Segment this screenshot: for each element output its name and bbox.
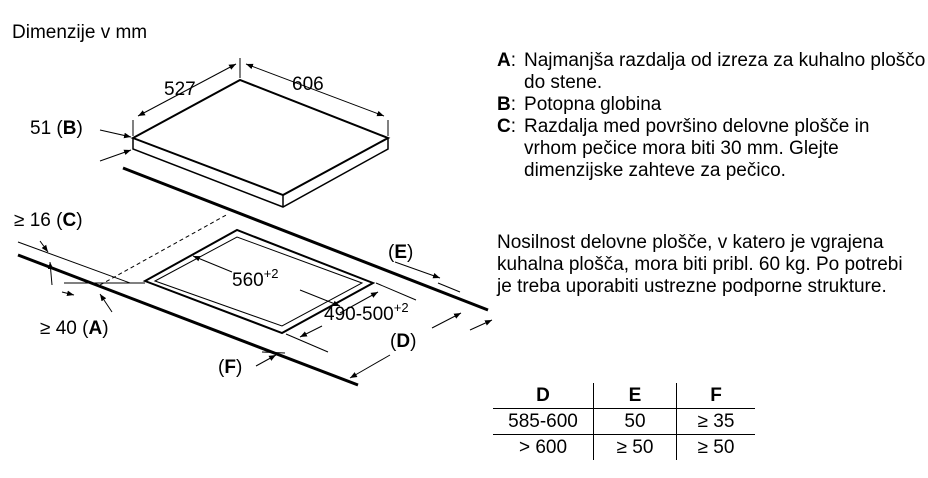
depth-b-label: 51 (B): [30, 118, 83, 139]
cutout-depth-label: 490-500+2: [324, 300, 409, 325]
min-a-label: ≥ 40 (A): [40, 318, 109, 339]
table-header-e: E: [593, 383, 677, 409]
cutout-width-value: 560: [232, 270, 264, 291]
cutout-depth-tolerance: +2: [394, 300, 409, 315]
legend-item-b: B: Potopna globina: [497, 94, 928, 116]
load-capacity-note: Nosilnost delovne plošče, v katero je vg…: [497, 232, 903, 297]
worktop-rear-edge: [122, 166, 489, 312]
table-cell: 585-600: [493, 408, 594, 435]
depth-b-value: 51: [30, 118, 51, 139]
table-header-f: F: [676, 383, 755, 409]
legend-key: C: [497, 116, 511, 137]
table-cell: ≥ 35: [676, 408, 755, 435]
hob-width-label: 606: [292, 74, 324, 95]
worktop-front-edge: [17, 253, 359, 387]
label-f: (F): [218, 357, 242, 378]
label-d: (D): [390, 331, 416, 352]
table-row: 585-600 50 ≥ 35: [493, 408, 755, 435]
worktop-dimension-lines: [17, 240, 493, 379]
min-a-value: ≥ 40: [40, 318, 77, 339]
legend: A: Najmanjša razdalja od izreza za kuhal…: [497, 50, 928, 182]
dimension-table: D E F 585-600 50 ≥ 35 > 600 ≥ 50 ≥ 50: [493, 383, 755, 460]
depth-b-key: B: [63, 118, 77, 139]
legend-item-c: C: Razdalja med površino delovne plošče …: [497, 116, 928, 182]
worktop-side-edge: [99, 213, 229, 286]
cutout-width-label: 560+2: [232, 266, 279, 291]
min-c-key: C: [62, 210, 76, 231]
cutout-width-tolerance: +2: [264, 266, 279, 281]
table-cell: ≥ 50: [593, 434, 677, 460]
legend-key: A: [497, 50, 511, 71]
hob-dimension-lines: [99, 58, 389, 162]
cutout-drawing: [142, 228, 376, 335]
legend-text: Potopna globina: [524, 94, 662, 115]
min-a-key: A: [88, 318, 102, 339]
min-c-value: ≥ 16: [14, 210, 51, 231]
table-header-row: D E F: [493, 383, 755, 409]
legend-item-a: A: Najmanjša razdalja od izreza za kuhal…: [497, 50, 928, 94]
table-cell: > 600: [493, 434, 594, 460]
table-header-d: D: [536, 385, 550, 406]
hob-depth-label: 527: [164, 79, 196, 100]
label-e: (E): [388, 242, 413, 263]
table-cell: ≥ 50: [676, 434, 755, 460]
legend-text: Razdalja med površino delovne plošče in …: [524, 116, 870, 181]
cutout-dimension-lines: [192, 255, 417, 353]
min-c-label: ≥ 16 (C): [14, 210, 83, 231]
legend-key: B: [497, 94, 511, 115]
table-row: > 600 ≥ 50 ≥ 50: [493, 434, 755, 460]
cutout-depth-value: 490-500: [324, 304, 394, 325]
diagram-title: Dimenzije v mm: [12, 22, 148, 43]
legend-text: Najmanjša razdalja od izreza za kuhalno …: [524, 50, 926, 93]
table-cell: 50: [593, 408, 677, 435]
